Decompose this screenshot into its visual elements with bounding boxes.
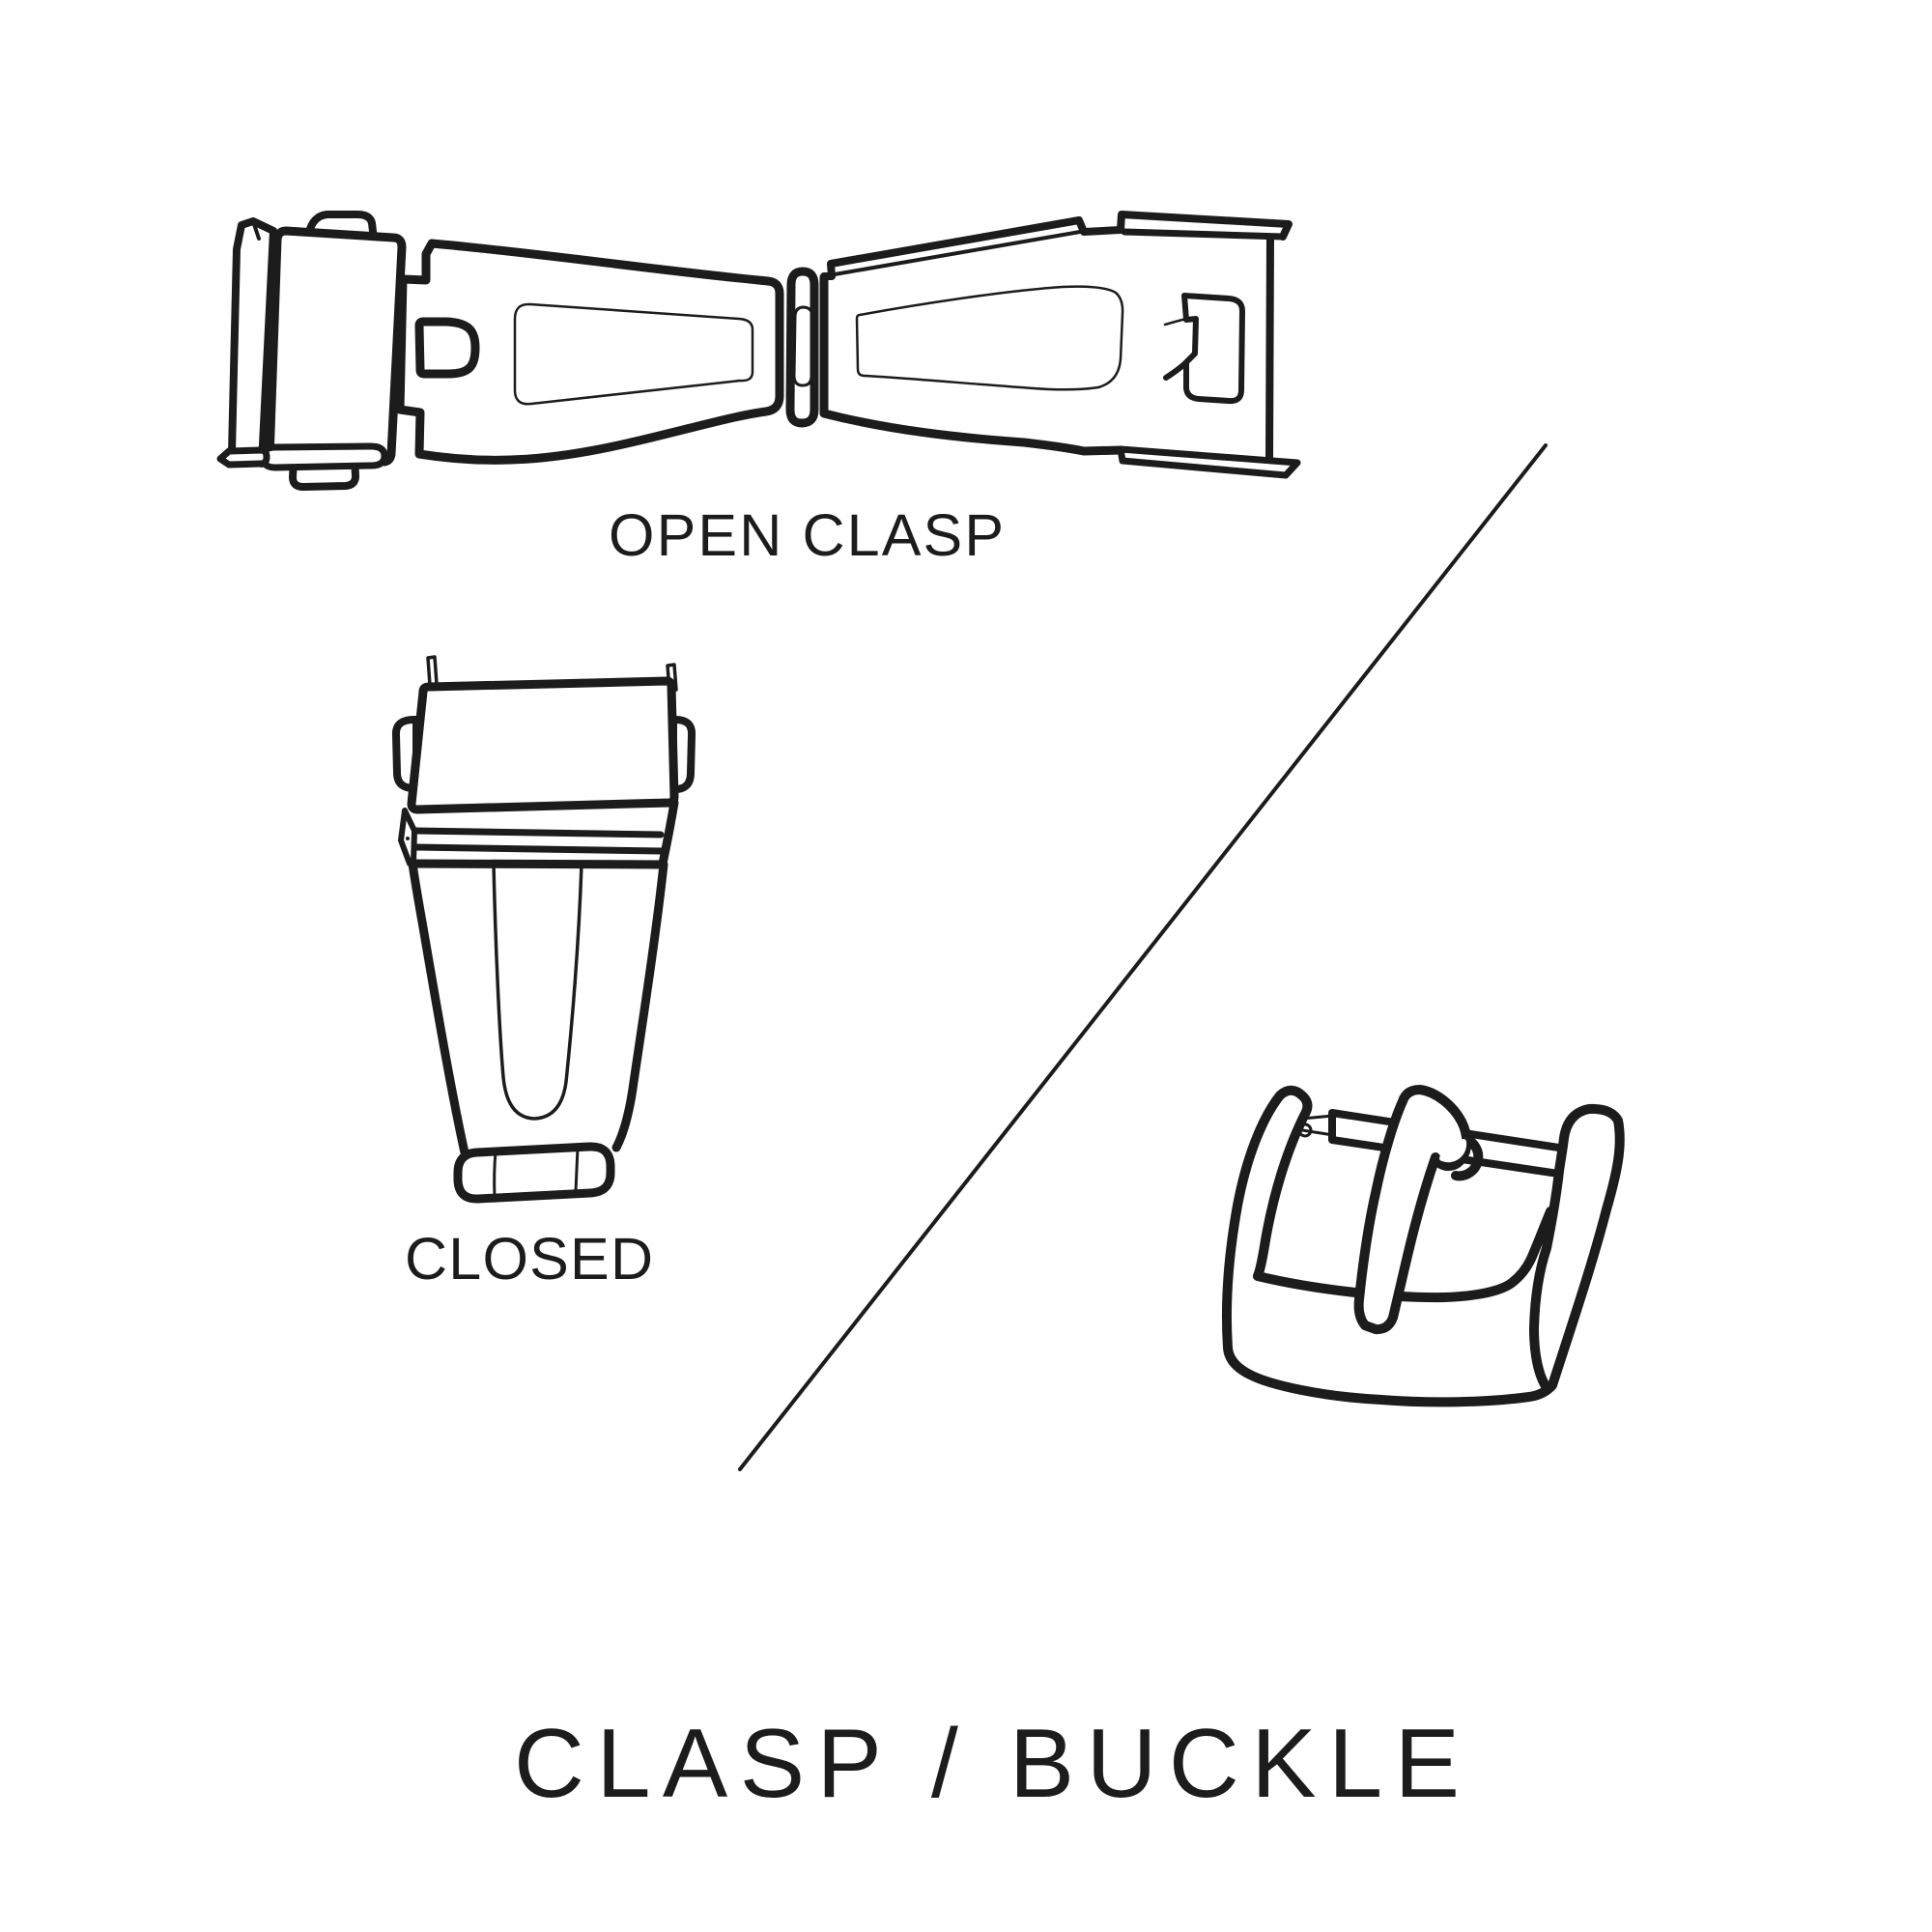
svg-text:CLOSED: CLOSED bbox=[405, 1226, 653, 1292]
svg-text:CLASP / BUCKLE: CLASP / BUCKLE bbox=[514, 1710, 1460, 1818]
svg-text:OPEN CLASP: OPEN CLASP bbox=[609, 502, 1004, 568]
